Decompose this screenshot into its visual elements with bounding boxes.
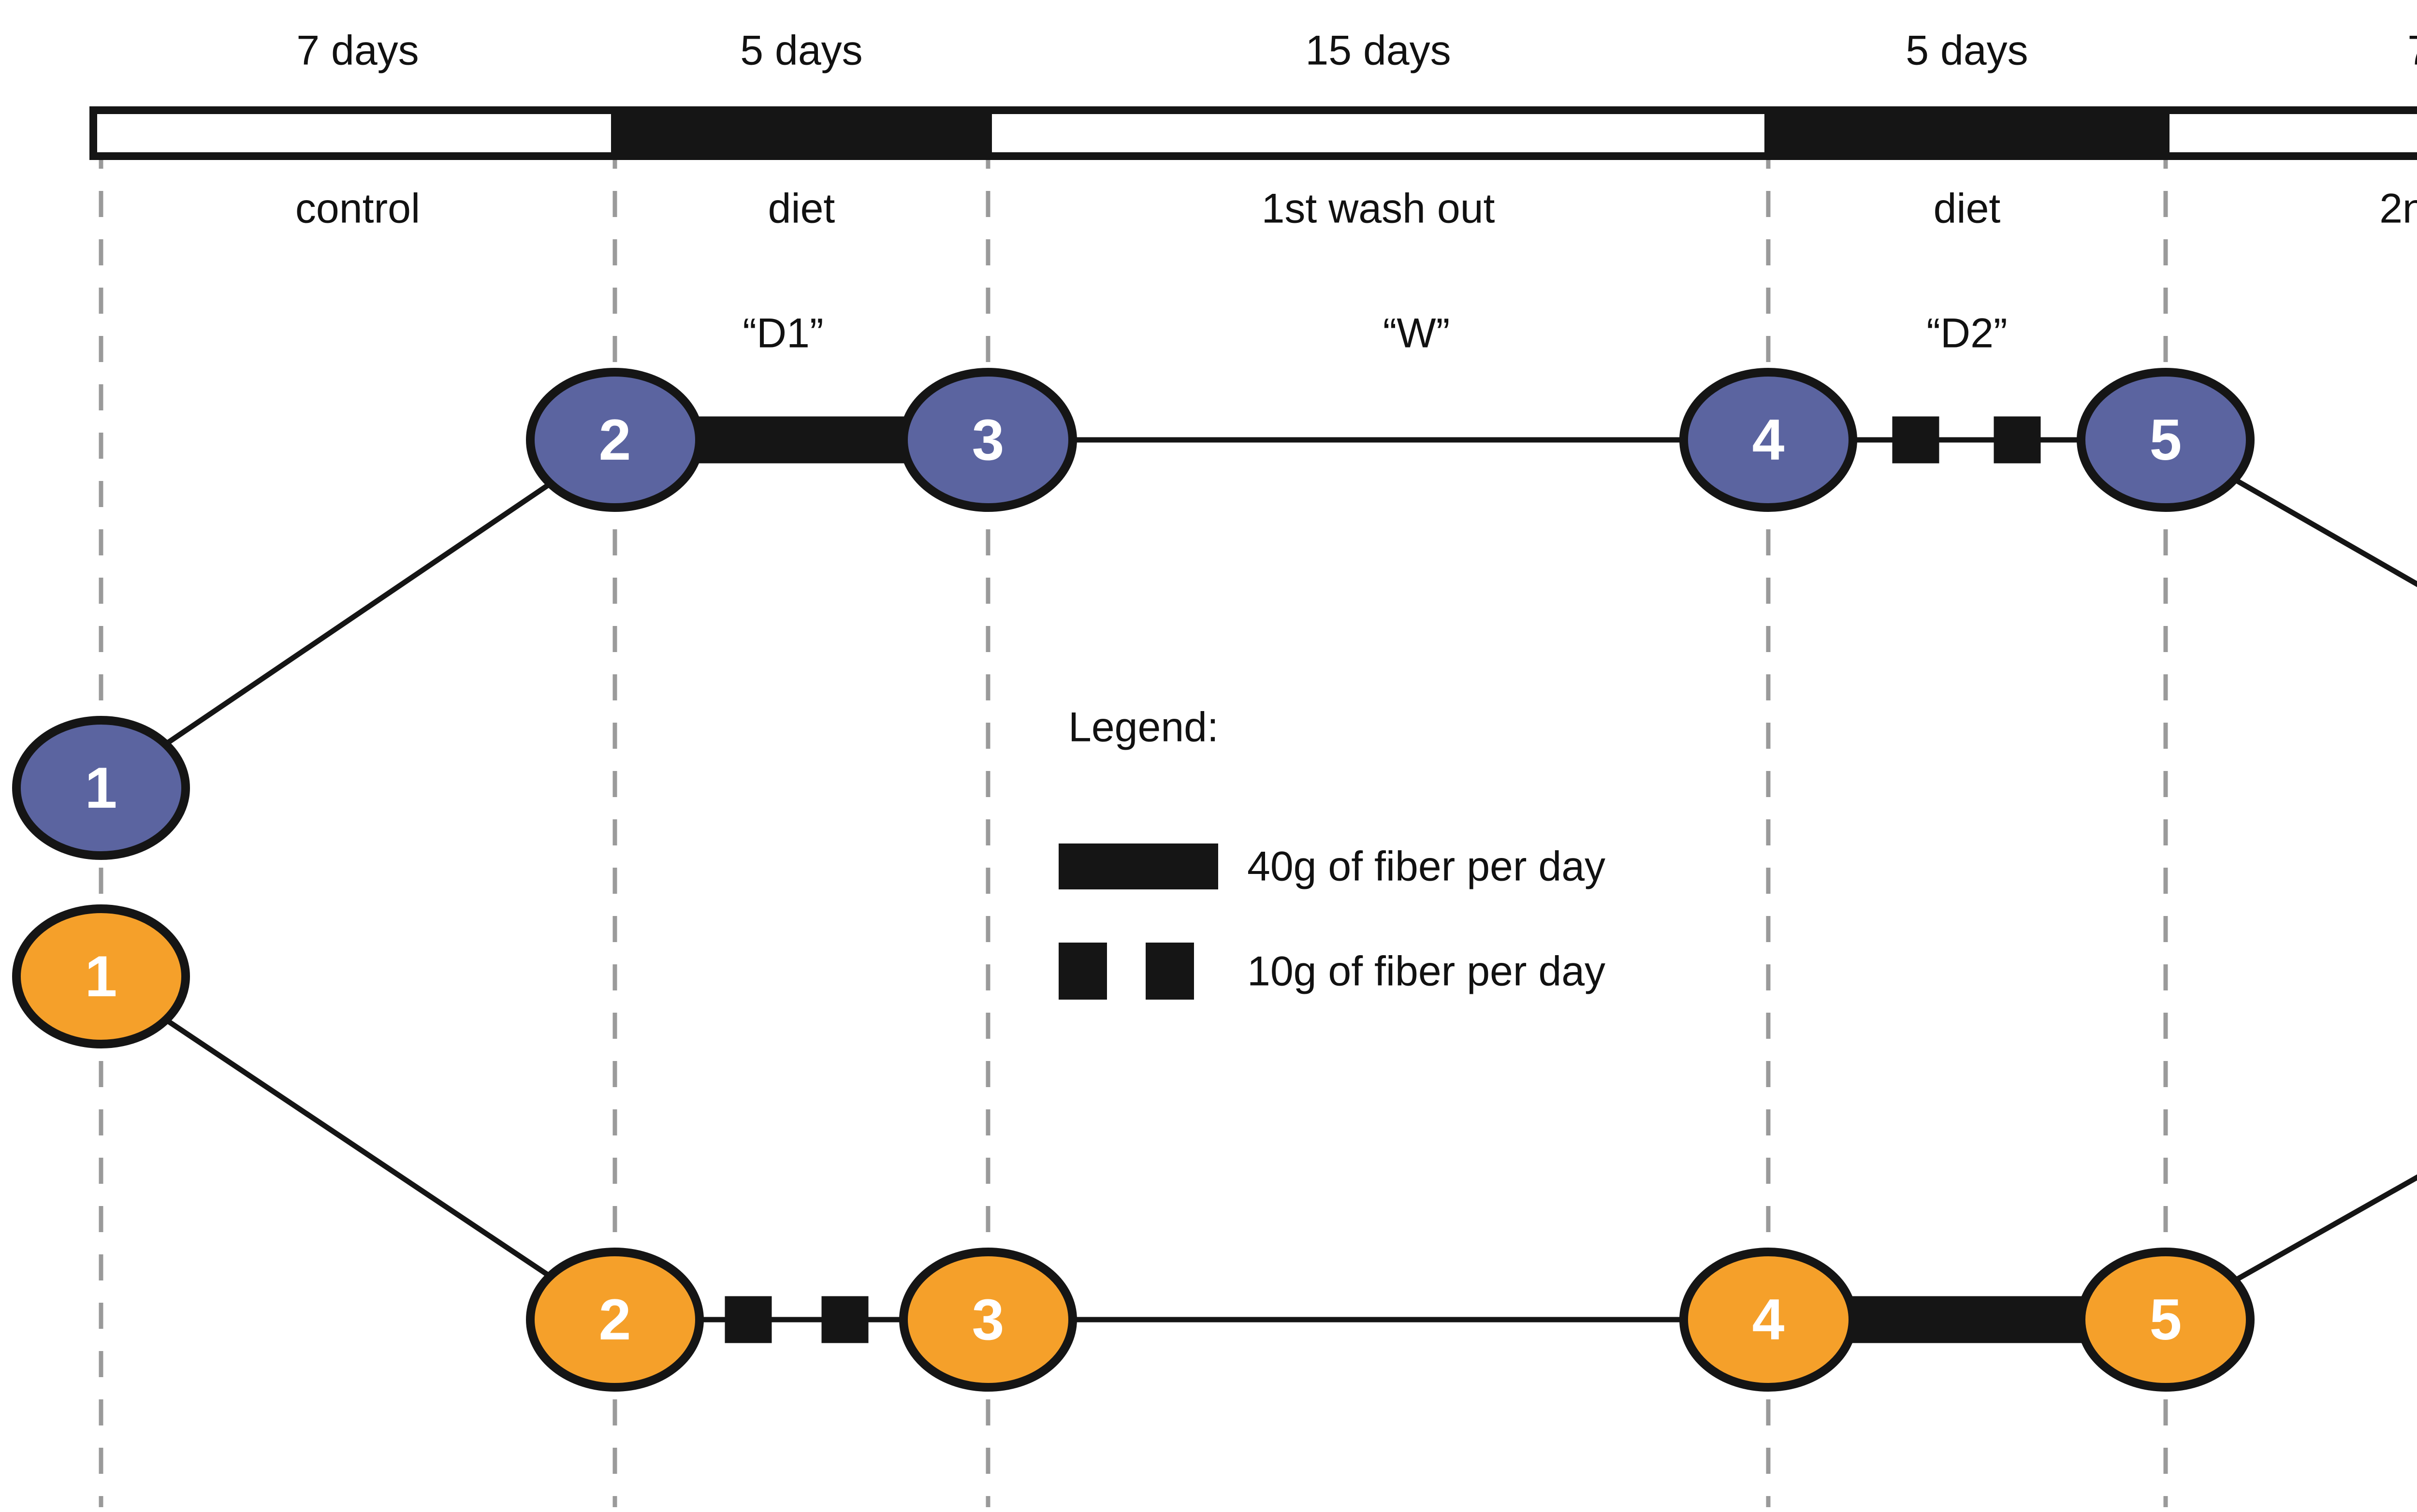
legend-title: Legend:: [1068, 704, 1219, 751]
node-blue-3-label: 3: [972, 407, 1005, 472]
timeline-segment-washout-1: [984, 106, 1772, 160]
blue-segment-10g-block-a: [1892, 416, 1939, 464]
orange-arm-connectors: [99, 974, 2417, 1343]
code-label-d1: “D1”: [743, 310, 824, 357]
node-blue-2-label: 2: [599, 407, 631, 472]
duration-label-5: 7 days: [2407, 27, 2417, 75]
timeline-segment-diet-2: [1764, 106, 2169, 160]
blue-edge-1-2: [99, 437, 617, 790]
node-orange-3-label: 3: [972, 1287, 1005, 1352]
node-blue-4[interactable]: 4: [1679, 368, 1857, 512]
orange-edge-5-6: [2164, 1174, 2417, 1322]
blue-edge-5-6: [2164, 437, 2417, 587]
node-blue-3[interactable]: 3: [899, 368, 1077, 512]
phase-label-washout-2: 2nd wash out: [2379, 185, 2417, 232]
timeline-segment-washout-2: [2162, 106, 2417, 160]
orange-nodes: 1 2 3 4 5 6: [12, 904, 2255, 1392]
timeline-bar: [89, 106, 2417, 160]
timeline-segment-control: [89, 106, 619, 160]
node-blue-4-label: 4: [1752, 407, 1785, 472]
duration-label-2: 5 days: [740, 27, 863, 74]
blue-segment-10g-block-b: [1994, 416, 2041, 464]
node-orange-4-label: 4: [1752, 1287, 1785, 1352]
orange-edge-1-2: [99, 974, 617, 1322]
duration-label-3: 15 days: [1305, 27, 1451, 74]
node-orange-1-label: 1: [85, 944, 117, 1009]
node-blue-5-label: 5: [2150, 407, 2182, 472]
node-orange-1[interactable]: 1: [12, 904, 190, 1048]
orange-segment-10g-block-b: [821, 1296, 869, 1343]
phase-label-washout-1: 1st wash out: [1261, 185, 1495, 232]
node-orange-3[interactable]: 3: [899, 1248, 1077, 1392]
code-label-w: “W”: [1383, 310, 1450, 357]
node-orange-2[interactable]: 2: [526, 1248, 704, 1392]
timeline-segment-diet-1: [611, 106, 992, 160]
node-blue-5[interactable]: 5: [2077, 368, 2255, 512]
node-orange-4[interactable]: 4: [1679, 1248, 1857, 1392]
legend-item-40g-label: 40g of fiber per day: [1247, 843, 1606, 890]
node-orange-2-label: 2: [599, 1287, 631, 1352]
node-orange-5-label: 5: [2150, 1287, 2182, 1352]
node-blue-1[interactable]: 1: [12, 716, 190, 860]
phase-label-control: control: [295, 185, 421, 232]
code-label-d2: “D2”: [1926, 310, 2008, 357]
legend-swatch-dashed-a: [1059, 943, 1107, 1000]
blue-arm-connectors: [99, 416, 2417, 790]
orange-segment-10g-block-a: [725, 1296, 772, 1343]
node-blue-1-label: 1: [85, 756, 117, 820]
phase-label-diet-1: diet: [768, 185, 835, 232]
node-blue-2[interactable]: 2: [526, 368, 704, 512]
duration-label-4: 5 days: [1906, 27, 2028, 74]
blue-nodes: 1 2 3 4 5 6: [12, 368, 2255, 860]
legend-swatches: [1059, 843, 1218, 1000]
legend-item-10g-label: 10g of fiber per day: [1247, 948, 1606, 995]
legend-swatch-solid: [1059, 843, 1218, 889]
legend-swatch-dashed-b: [1146, 943, 1194, 1000]
duration-label-1: 7 days: [296, 27, 419, 74]
node-orange-5[interactable]: 5: [2077, 1248, 2255, 1392]
phase-label-diet-2: diet: [1933, 185, 2001, 232]
